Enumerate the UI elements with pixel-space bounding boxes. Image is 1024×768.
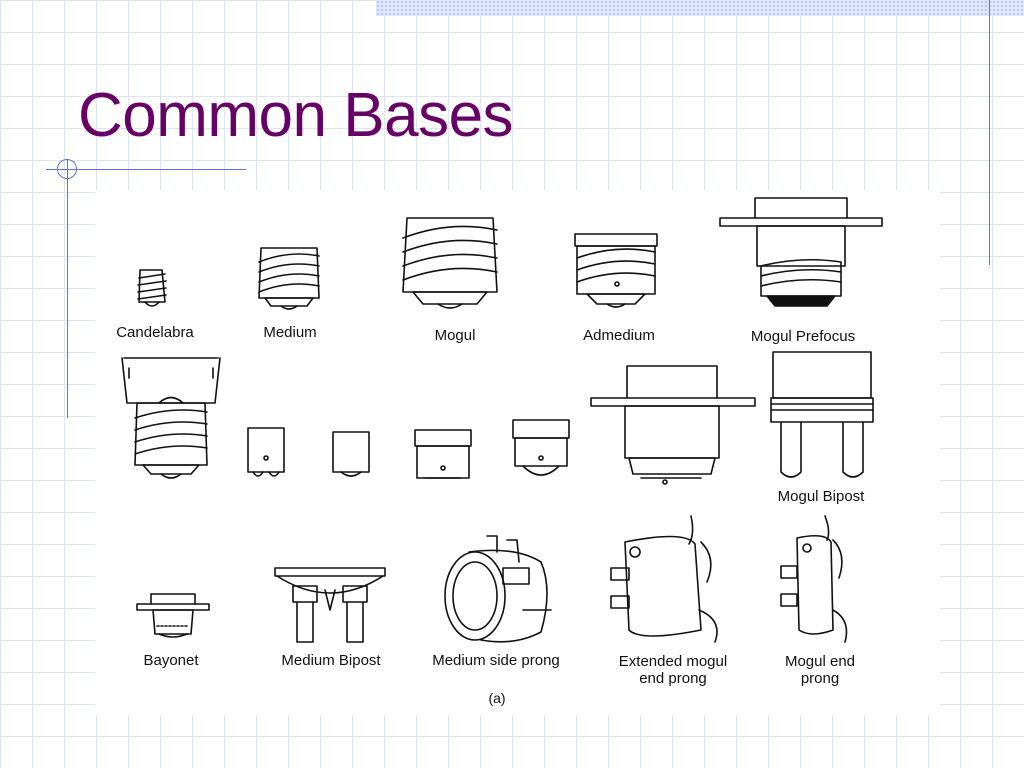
figure-caption: (a)	[488, 690, 506, 706]
label-mogul-end-prong: Mogul end prong	[784, 653, 856, 687]
label-extended-mogul-end-prong: Extended mogul end prong	[618, 653, 728, 687]
mogul-prefocus-large-drawing	[591, 366, 755, 484]
large-screw-base-drawing	[122, 358, 220, 478]
right-decorative-line	[989, 0, 990, 265]
candelabra-base-drawing	[138, 270, 166, 306]
mogul-prefocus-base-drawing	[720, 198, 882, 306]
medium-side-prong-base-drawing	[445, 536, 551, 642]
medium-base-drawing	[259, 248, 319, 309]
extended-mogul-end-prong-drawing	[611, 516, 717, 642]
label-mogul-bipost: Mogul Bipost	[777, 488, 865, 505]
mogul-bipost-base-drawing	[771, 352, 873, 477]
title-underline	[46, 169, 246, 170]
admedium-base-drawing	[575, 234, 657, 307]
label-medium-side-prong: Medium side prong	[432, 652, 560, 669]
mogul-base-drawing	[403, 218, 497, 308]
label-candelabra: Candelabra	[116, 324, 194, 341]
label-mogul: Mogul	[434, 327, 476, 344]
label-mogul-prefocus: Mogul Prefocus	[750, 328, 856, 345]
bayonet-base-drawing	[137, 594, 209, 637]
label-medium-bipost: Medium Bipost	[281, 652, 381, 669]
label-admedium: Admedium	[583, 327, 655, 344]
medium-bipost-base-drawing	[275, 568, 385, 642]
label-bayonet: Bayonet	[143, 652, 199, 669]
small-bayonet-bases-drawing	[248, 420, 569, 478]
label-medium: Medium	[263, 324, 317, 341]
left-decorative-line	[67, 160, 68, 418]
decorative-circle	[57, 159, 77, 179]
top-decorative-band	[376, 0, 1024, 16]
mogul-end-prong-drawing	[781, 516, 847, 642]
lamp-bases-figure: Candelabra Medium Mogul Admedium Mogul P…	[95, 190, 940, 715]
slide-title: Common Bases	[78, 81, 514, 150]
